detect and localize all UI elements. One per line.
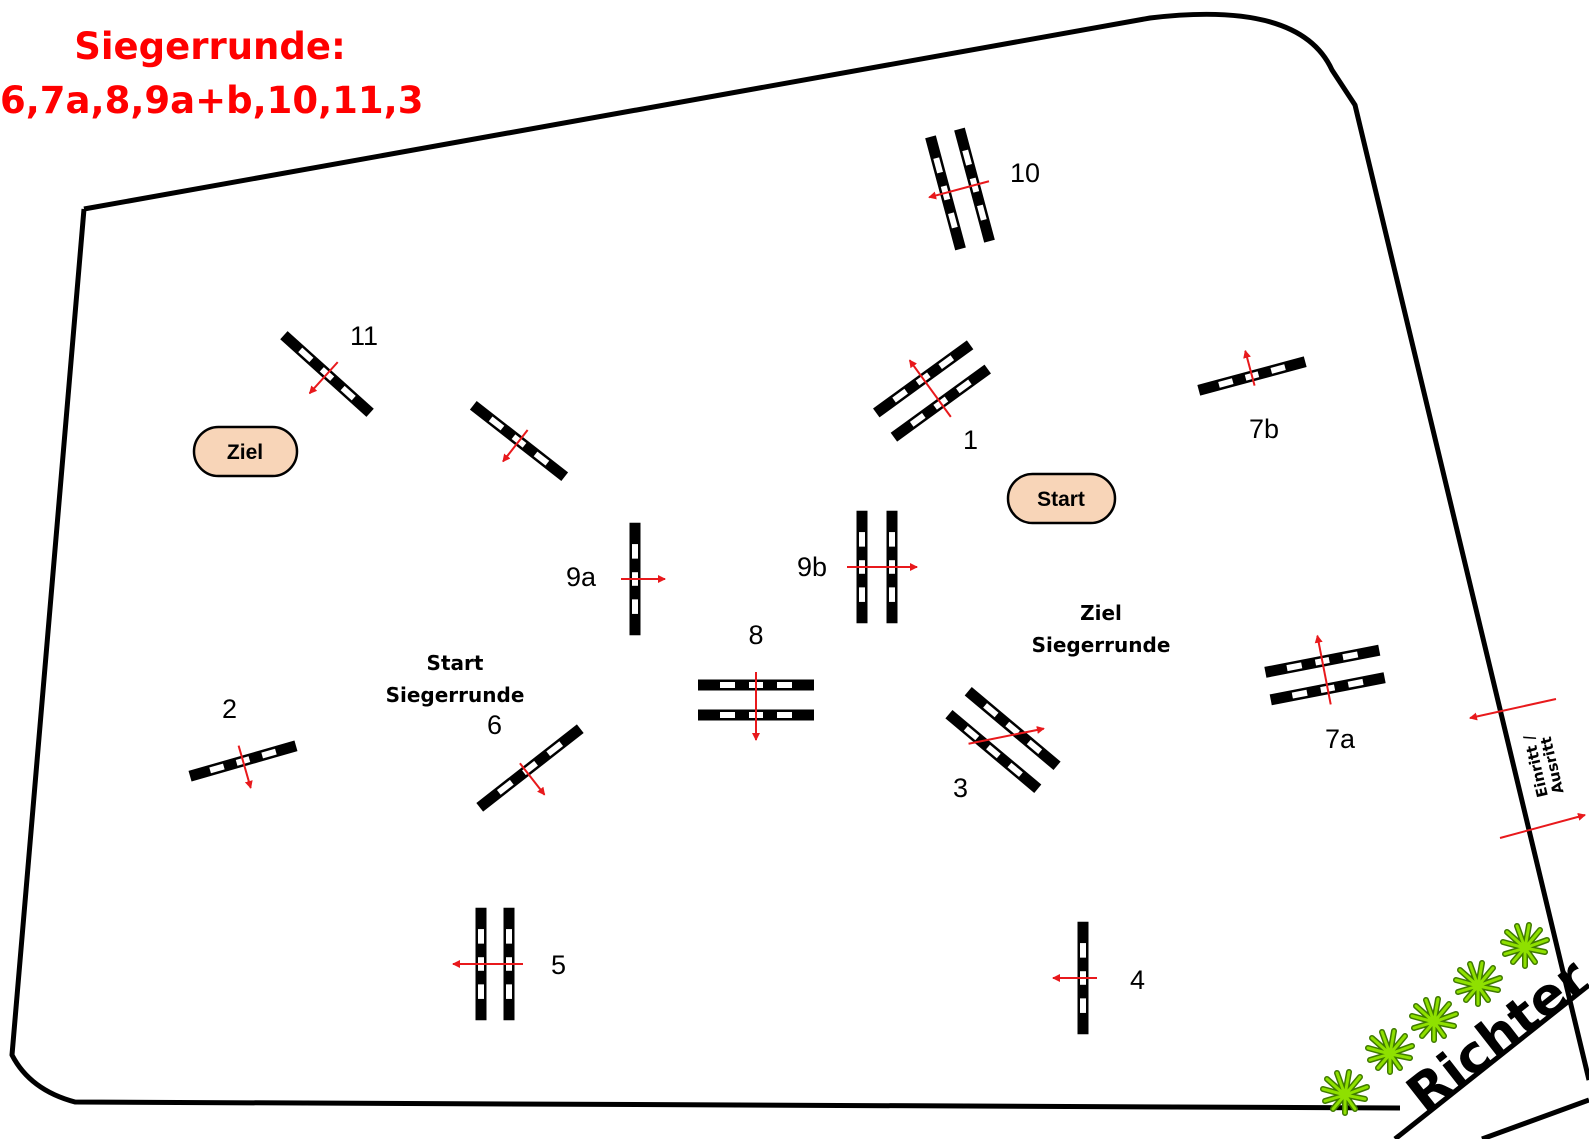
obstacle-4-number: 4 bbox=[1130, 965, 1145, 995]
obstacle-10 bbox=[925, 127, 995, 251]
obstacle-8-number: 8 bbox=[748, 620, 763, 650]
ziel-label: Ziel bbox=[227, 441, 263, 464]
obstacle-6 bbox=[476, 724, 584, 812]
ziel-marker: Ziel bbox=[192, 425, 299, 478]
obstacle-1-number: 1 bbox=[963, 425, 978, 455]
obstacle-7b bbox=[1197, 349, 1307, 396]
obstacle-5 bbox=[452, 907, 523, 1021]
obstacle-11-number: 11 bbox=[350, 321, 378, 351]
obstacle-9b-number: 9b bbox=[797, 552, 827, 582]
obstacle-2 bbox=[188, 740, 298, 789]
obstacle-7a bbox=[1264, 634, 1386, 706]
jumpoff-finish-line1: Ziel bbox=[1080, 601, 1122, 625]
obstacle-1 bbox=[873, 340, 991, 442]
obstacle-9a bbox=[621, 522, 666, 636]
obstacle-8 bbox=[698, 672, 814, 741]
obstacle-5-number: 5 bbox=[551, 950, 566, 980]
start-marker: Start bbox=[1006, 472, 1117, 525]
jumpoff-sequence: 6,7a,8,9a+b,10,11,3 bbox=[0, 79, 424, 122]
jumpoff-finish-line2: Siegerrunde bbox=[1032, 633, 1171, 657]
obstacle-6-number: 6 bbox=[487, 710, 502, 740]
start-label: Start bbox=[1037, 488, 1085, 511]
obstacle-2-number: 2 bbox=[222, 694, 237, 724]
obstacle-9b bbox=[847, 510, 918, 624]
obstacle-7a-number: 7a bbox=[1325, 724, 1356, 754]
obstacle-3-number: 3 bbox=[953, 773, 968, 803]
jumpoff-heading: Siegerrunde: bbox=[74, 25, 346, 68]
obstacle-11 bbox=[280, 331, 374, 417]
arena-border bbox=[9, 11, 1589, 1139]
obstacle-10-number: 10 bbox=[1010, 158, 1040, 188]
jumpoff-start-line1: Start bbox=[427, 651, 484, 675]
obstacle-7b-number: 7b bbox=[1249, 414, 1279, 444]
obstacle-3 bbox=[945, 687, 1061, 793]
jumpoff-start-line2: Siegerrunde bbox=[386, 683, 525, 707]
obstacle-unnumbered bbox=[469, 400, 569, 482]
obstacle-9a-number: 9a bbox=[566, 562, 597, 592]
obstacle-4 bbox=[1052, 921, 1097, 1035]
